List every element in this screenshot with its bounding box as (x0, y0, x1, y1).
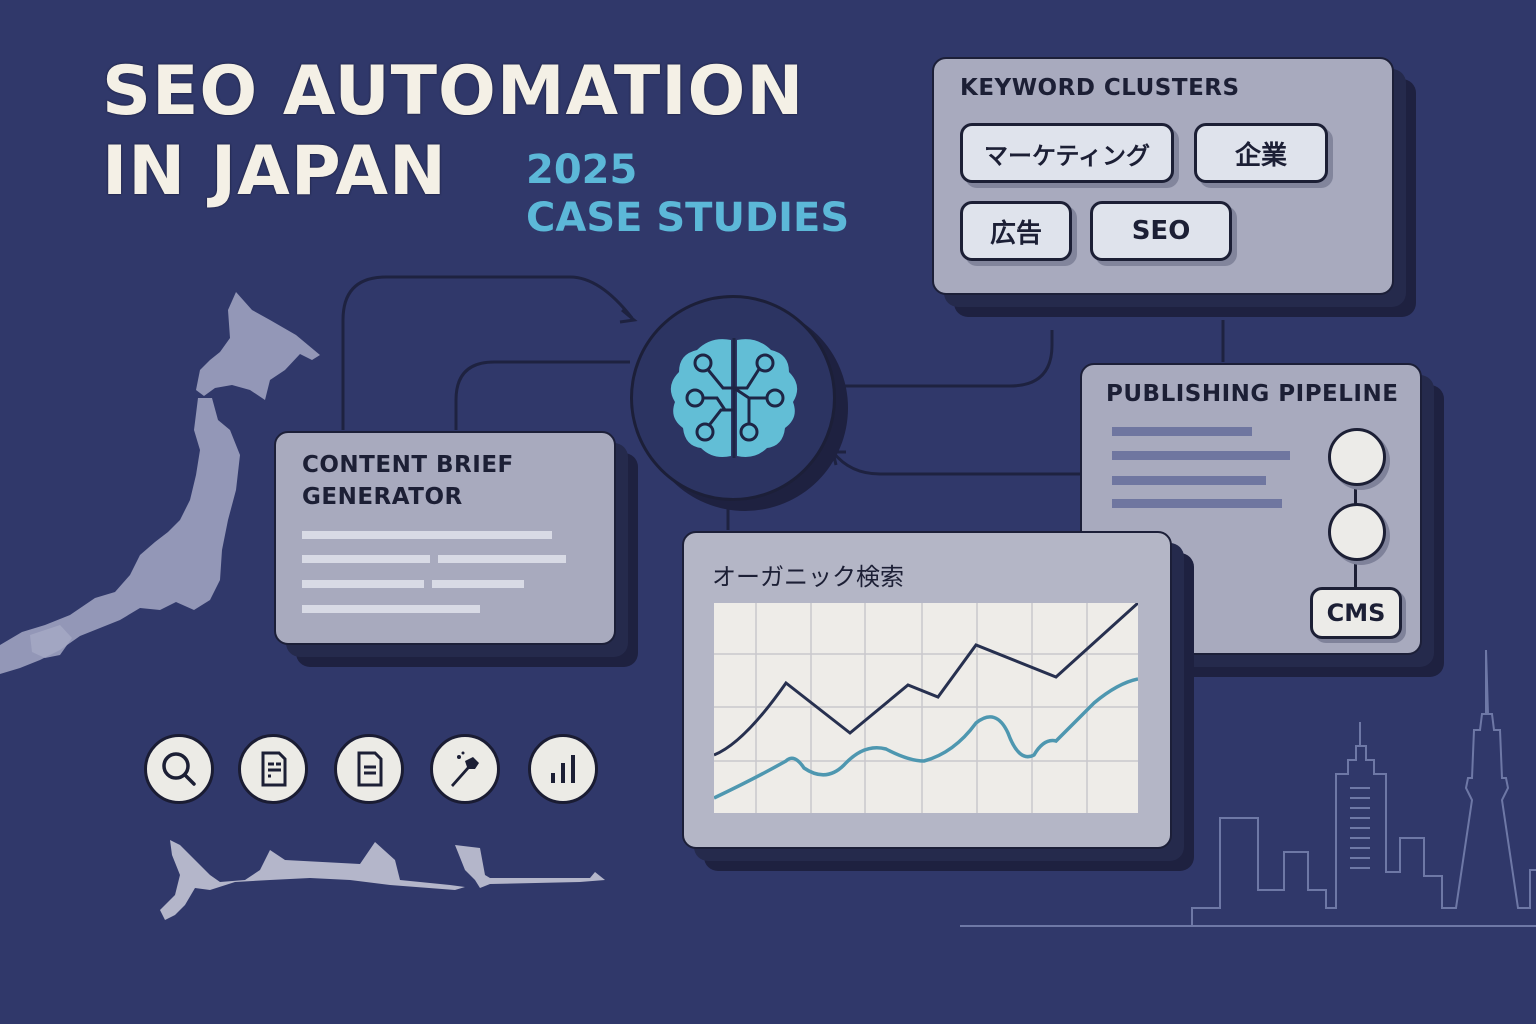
content-brief-title: CONTENT BRIEF GENERATOR (302, 449, 514, 513)
file-icon (357, 751, 383, 787)
keyword-clusters-card: KEYWORD CLUSTERS マーケティング 企業 広告 SEO (932, 57, 1394, 295)
publishing-pipeline-title: PUBLISHING PIPELINE (1106, 381, 1399, 407)
page-title: SEO AUTOMATION IN JAPAN (102, 52, 804, 212)
document-icon (261, 751, 287, 787)
content-brief-title-line-1: CONTENT BRIEF (302, 452, 514, 478)
ai-hub[interactable] (630, 295, 836, 501)
text-placeholder-line (1112, 499, 1282, 508)
keyword-chip-enterprise[interactable]: 企業 (1194, 123, 1328, 183)
organic-search-card: オーガニック検索 (682, 531, 1172, 849)
subtitle: 2025 CASE STUDIES (526, 148, 849, 244)
text-placeholder-line (302, 580, 424, 588)
text-placeholder-line (1112, 476, 1266, 485)
search-button[interactable] (144, 734, 214, 804)
text-placeholder-line (1112, 451, 1290, 460)
organic-search-chart (714, 603, 1138, 813)
keyword-clusters-title: KEYWORD CLUSTERS (960, 75, 1240, 101)
ai-brain-icon (670, 338, 798, 458)
text-placeholder-line (432, 580, 524, 588)
tokyo-skyline (960, 649, 1536, 927)
text-placeholder-line (302, 531, 552, 539)
text-placeholder-line (302, 555, 430, 563)
keyword-chip-marketing[interactable]: マーケティング (960, 123, 1174, 183)
content-brief-card: CONTENT BRIEF GENERATOR (274, 431, 616, 645)
text-placeholder-line (438, 555, 566, 563)
title-line-1: SEO AUTOMATION (102, 52, 805, 131)
document-button[interactable] (238, 734, 308, 804)
okinawa-islands (160, 840, 605, 920)
content-brief-title-line-2: GENERATOR (302, 484, 463, 510)
pipeline-step-2[interactable] (1328, 503, 1386, 561)
search-icon (162, 752, 196, 786)
organic-search-title: オーガニック検索 (712, 563, 904, 591)
keyword-chip-advertising[interactable]: 広告 (960, 201, 1072, 261)
magic-wand-icon (451, 751, 479, 787)
subtitle-year: 2025 (526, 147, 638, 193)
text-placeholder-line (302, 605, 480, 613)
keyword-chip-seo[interactable]: SEO (1090, 201, 1232, 261)
bar-chart-icon (551, 755, 575, 783)
pipeline-step-1[interactable] (1328, 428, 1386, 486)
japan-map (0, 292, 320, 674)
analytics-button[interactable] (528, 734, 598, 804)
cms-button[interactable]: CMS (1310, 587, 1402, 639)
magic-wand-button[interactable] (430, 734, 500, 804)
title-line-2: IN JAPAN (102, 132, 447, 211)
file-button[interactable] (334, 734, 404, 804)
text-placeholder-line (1112, 427, 1252, 436)
subtitle-text: CASE STUDIES (526, 195, 850, 241)
